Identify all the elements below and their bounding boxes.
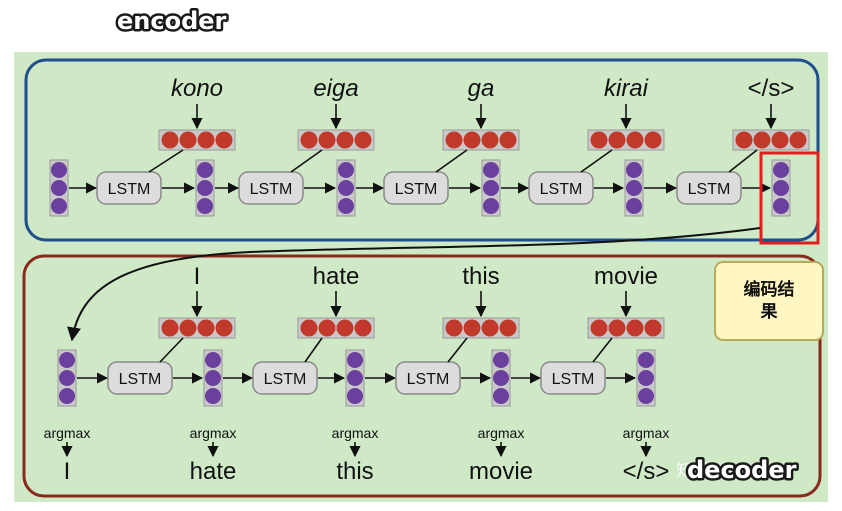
encoder-embedding [297, 129, 375, 151]
decoder-embedding [442, 317, 520, 339]
lstm-label: LSTM [552, 371, 595, 388]
decoder-hidden-state [636, 349, 656, 407]
decoder-lstm-cell: LSTM [540, 361, 606, 395]
decoder-box [22, 254, 822, 498]
encoder-hidden-state [624, 159, 644, 217]
lstm-label: LSTM [250, 181, 293, 198]
decoder-embedding [297, 317, 375, 339]
decoder-lstm-cell: LSTM [395, 361, 461, 395]
decoder-output-word: this [336, 458, 373, 485]
decoder-layer: argmaxIargmaxhateargmaxthisargmaxmoviear… [44, 263, 670, 485]
decoder-title: decoder [687, 456, 797, 484]
decoder-input-word: this [462, 263, 499, 290]
encoder-hidden-state [195, 159, 215, 217]
encoder-input-word: kono [171, 75, 223, 102]
lstm-label: LSTM [264, 371, 307, 388]
decoder-lstm-cell: LSTM [107, 361, 173, 395]
encoder-hidden-state [481, 159, 501, 217]
lstm-label: LSTM [108, 181, 151, 198]
decoder-input-word: hate [313, 263, 360, 290]
argmax-label: argmax [623, 425, 670, 441]
diagram-background [14, 52, 828, 502]
argmax-label: argmax [44, 425, 91, 441]
decoder-hidden-state [203, 349, 223, 407]
decoder-input-word: I [194, 263, 201, 290]
encoder-input-word: eiga [313, 75, 358, 102]
encoder-embedding [587, 129, 665, 151]
decoder-output-word: I [64, 458, 71, 485]
encoder-embedding [442, 129, 520, 151]
encoder-layer: LSTM LSTM LSTM LSTM LSTM kono eiga ga kirai </s> [49, 75, 810, 217]
encoder-lstm-cell: LSTM [238, 171, 304, 205]
encoder-lstm-cell: LSTM [528, 171, 594, 205]
decoder-hidden-state [345, 349, 365, 407]
decoder-output-word: </s> [623, 458, 670, 485]
decoder-output-word: hate [190, 458, 237, 485]
decoder-input-word: movie [594, 263, 658, 290]
lstm-label: LSTM [119, 371, 162, 388]
decoder-output-word: movie [469, 458, 533, 485]
lstm-label: LSTM [395, 181, 438, 198]
decoder-embedding [587, 317, 665, 339]
encoder-box [24, 58, 820, 242]
encoder-hidden-state [49, 159, 69, 217]
encoder-hidden-state [771, 159, 791, 217]
callout-line-2: 果 [761, 302, 778, 321]
encoder-embedding [158, 129, 236, 151]
encoder-lstm-cell: LSTM [96, 171, 162, 205]
encoding-result-callout: 编码结 果 [714, 261, 824, 341]
encoder-hidden-state [336, 159, 356, 217]
callout-line-1: 编码结 [744, 279, 795, 299]
argmax-label: argmax [190, 425, 237, 441]
lstm-label: LSTM [688, 181, 731, 198]
context-arrow [67, 227, 761, 342]
encoder-input-word: kirai [604, 75, 649, 102]
encoder-lstm-cell: LSTM [676, 171, 742, 205]
lstm-label: LSTM [407, 371, 450, 388]
decoder-hidden-state [491, 349, 511, 407]
encoder-title: encoder [117, 7, 227, 35]
encoder-input-word: ga [468, 75, 495, 102]
watermark-text: 知乎 @ [676, 461, 732, 481]
encoder-embedding [732, 129, 810, 151]
decoder-hidden-state [57, 349, 77, 407]
encoder-lstm-cell: LSTM [383, 171, 449, 205]
argmax-label: argmax [332, 425, 379, 441]
encoder-input-word: </s> [748, 75, 795, 102]
decoder-embedding [158, 317, 236, 339]
decoder-lstm-cell: LSTM [252, 361, 318, 395]
argmax-label: argmax [478, 425, 525, 441]
encoding-result-highlight [759, 151, 820, 245]
lstm-label: LSTM [540, 181, 583, 198]
